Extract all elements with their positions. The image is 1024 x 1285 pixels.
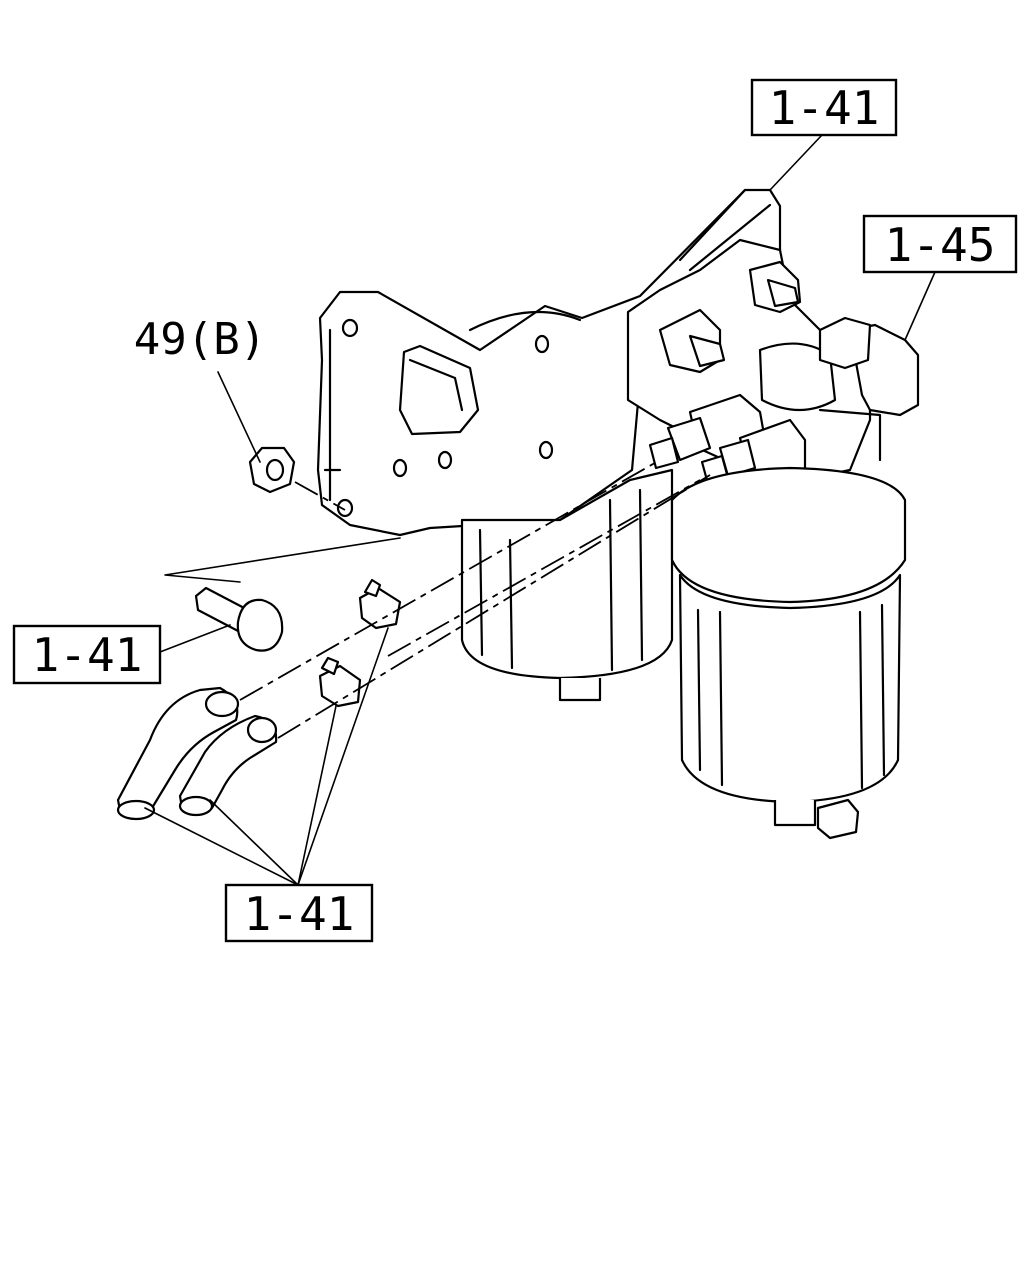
leader-lines bbox=[144, 134, 936, 886]
fuel-hoses bbox=[116, 686, 278, 821]
callout-hose-clip: 1-41 bbox=[224, 883, 374, 943]
mounting-bolt bbox=[159, 537, 401, 653]
mounting-bracket bbox=[316, 188, 782, 537]
hose-fittings bbox=[648, 393, 807, 486]
callout-filter-head: 1-45 bbox=[862, 214, 1018, 274]
callout-nut: 49(B) bbox=[134, 314, 266, 365]
callout-hose-clip-text: 1-41 bbox=[244, 887, 355, 941]
callout-bracket-text: 1-41 bbox=[769, 81, 880, 135]
fuel-filter-bowl-rear bbox=[460, 310, 674, 702]
fuel-filter-bowl-front bbox=[670, 466, 907, 840]
hose-clamps bbox=[318, 578, 402, 708]
filter-head bbox=[626, 238, 920, 482]
callout-nut-text: 49(B) bbox=[134, 314, 266, 365]
callout-bolt: 1-41 bbox=[12, 624, 162, 685]
routing-lines bbox=[239, 459, 711, 739]
callout-bolt-text: 1-41 bbox=[32, 628, 143, 682]
callout-filter-head-text: 1-45 bbox=[885, 218, 996, 272]
flange-nut bbox=[217, 371, 346, 511]
callout-bracket: 1-41 bbox=[750, 78, 898, 137]
